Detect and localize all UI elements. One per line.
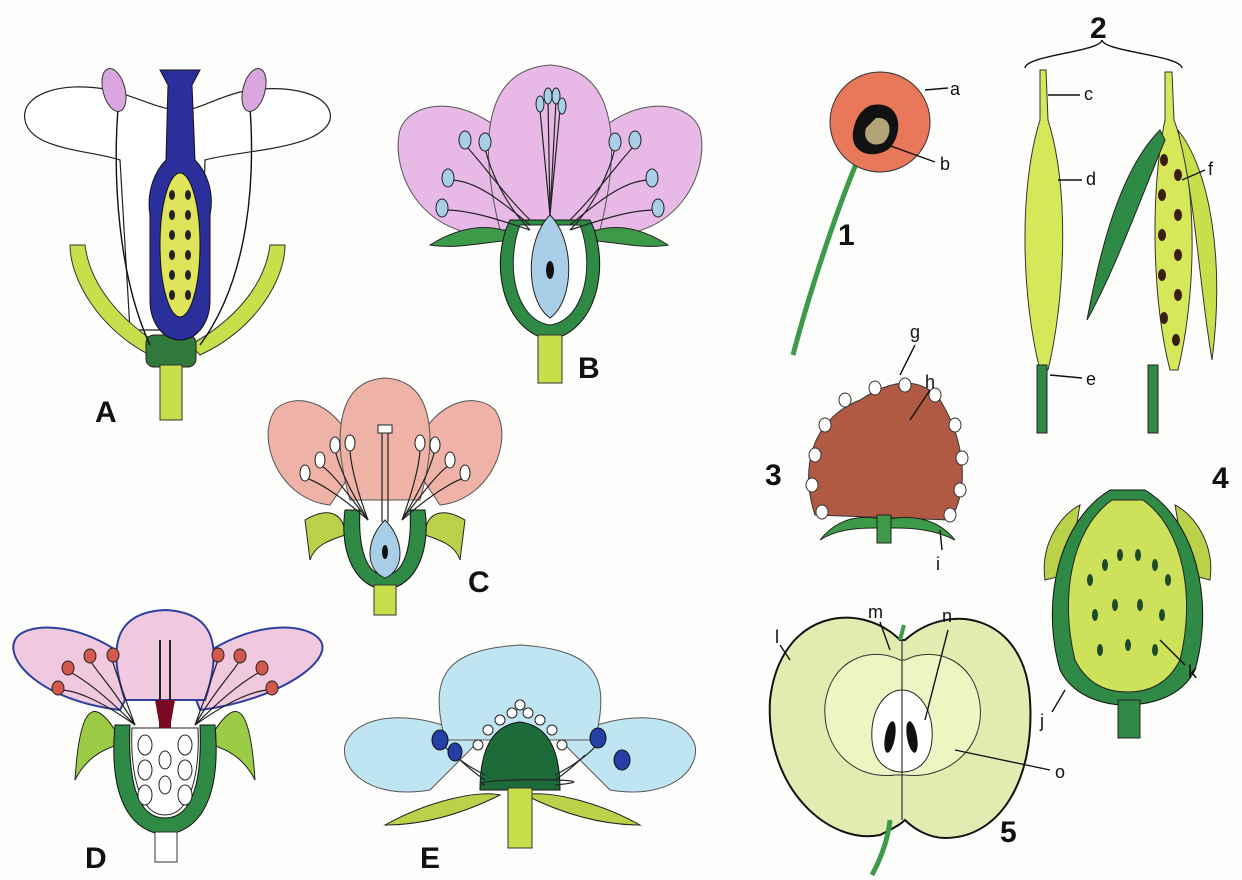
label-fruit-5: 5 (1000, 816, 1017, 849)
part-label-l: l (775, 627, 779, 647)
label-fruit-4: 4 (1212, 462, 1229, 495)
part-label-k: k (1188, 662, 1198, 682)
part-label-o: o (1055, 762, 1065, 782)
label-flower-c: C (468, 566, 490, 599)
part-label-n: n (942, 606, 952, 626)
label-flower-e: E (420, 842, 440, 875)
label-flower-d: D (85, 842, 107, 875)
flower-d-drawing (13, 610, 322, 862)
label-flower-b: B (578, 352, 600, 385)
part-label-h: h (925, 372, 935, 392)
label-fruit-2: 2 (1090, 12, 1107, 45)
part-label-d: d (1086, 169, 1096, 189)
label-flower-a: A (95, 396, 117, 429)
part-label-e: e (1086, 369, 1096, 389)
part-label-c: c (1084, 84, 1093, 104)
fruit-1-drawing (793, 72, 948, 355)
part-label-g: g (910, 322, 920, 342)
flower-c-drawing (268, 378, 502, 615)
part-label-m: m (868, 602, 883, 622)
flower-e-drawing (344, 645, 695, 848)
fruit-4-drawing (1044, 490, 1211, 738)
part-label-b: b (940, 154, 950, 174)
part-label-a: a (950, 79, 961, 99)
fruit-3-drawing (806, 345, 968, 550)
flower-a-drawing (25, 66, 331, 420)
fruit-2-drawing (1025, 40, 1217, 433)
flower-b-drawing (398, 65, 702, 383)
part-label-i: i (936, 554, 940, 574)
part-label-j: j (1039, 711, 1044, 731)
part-label-f: f (1208, 159, 1214, 179)
label-fruit-1: 1 (838, 219, 855, 252)
label-fruit-3: 3 (765, 459, 782, 492)
